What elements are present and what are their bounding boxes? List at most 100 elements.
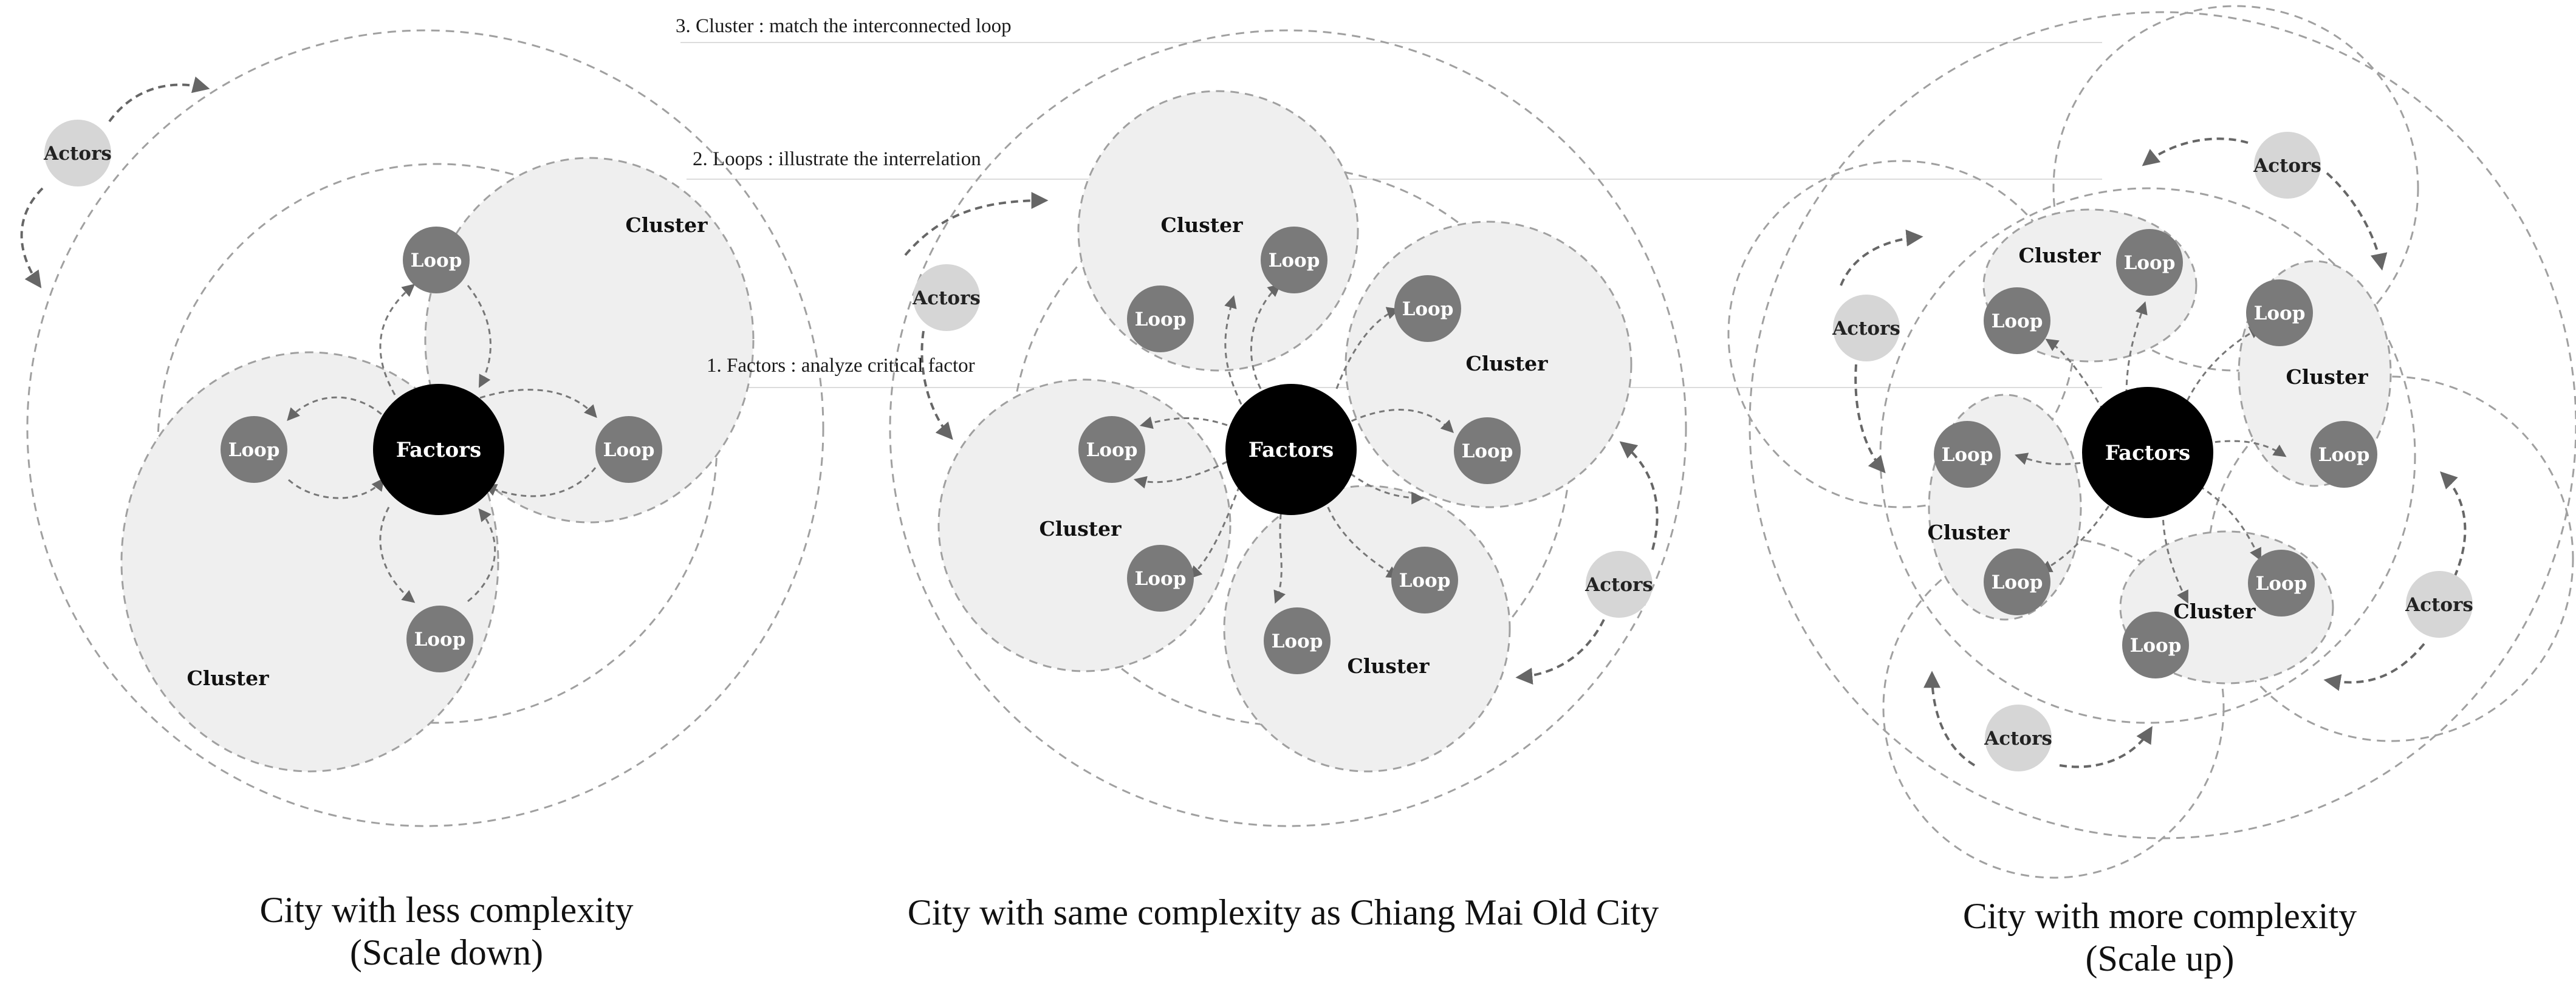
actors-node	[2254, 132, 2321, 199]
loop-node	[406, 606, 473, 672]
actors-label: Actors	[43, 143, 112, 165]
loop-label: Loop	[1402, 298, 1454, 320]
flow-arrow	[1250, 284, 1281, 389]
diagram-more-complexity: Factors Loop Loop Loop Loop Loop Loop Lo…	[1727, 5, 2576, 879]
flow-arrow	[1224, 295, 1247, 414]
loop-label: Loop	[603, 439, 655, 461]
flow-arrow	[467, 285, 492, 388]
actor-arrow	[20, 187, 44, 289]
actors-node	[1833, 295, 1900, 361]
loop-label: Loop	[1272, 630, 1323, 652]
factors-node	[2082, 387, 2213, 518]
actor-arrow	[1854, 364, 1886, 474]
caption-more-complexity-line1: City with more complexity	[1963, 896, 2357, 936]
caption-less-complexity-line1: City with less complexity	[260, 890, 634, 930]
loop-node	[221, 416, 287, 483]
cluster-label: Cluster	[187, 666, 270, 690]
flow-arrow	[379, 507, 416, 603]
loop-label: Loop	[1135, 568, 1187, 590]
caption-more-complexity-line2: (Scale up)	[2086, 938, 2235, 979]
flow-arrow	[1139, 416, 1228, 429]
flow-arrow	[1342, 466, 1425, 505]
cluster-label: Cluster	[1348, 654, 1430, 678]
loop-label: Loop	[414, 629, 466, 651]
loop-label: Loop	[411, 250, 462, 272]
loop-label: Loop	[1942, 444, 1993, 466]
actor-arrow	[1515, 619, 1605, 685]
flow-arrow	[1323, 497, 1400, 579]
cluster-label: Cluster	[1466, 352, 1549, 375]
loop-label: Loop	[1086, 439, 1138, 461]
actor-arrow	[1923, 671, 1976, 767]
flow-arrow	[2039, 497, 2115, 572]
factors-node	[1225, 384, 1357, 515]
loop-node	[2122, 612, 2189, 678]
actor-arrow	[108, 76, 210, 123]
flow-arrow	[484, 467, 597, 497]
loop-node	[1984, 287, 2050, 354]
flow-arrow	[2162, 510, 2188, 604]
actors-node	[913, 264, 980, 331]
factors-label: Factors	[1249, 438, 1334, 462]
loop-label: Loop	[1992, 310, 2043, 332]
factors-node	[373, 384, 504, 515]
flow-arrow	[287, 396, 396, 429]
loop-node	[1127, 285, 1194, 352]
actors-label: Actors	[2253, 155, 2321, 177]
loop-node	[1261, 227, 1327, 293]
factors-label: Factors	[2105, 441, 2190, 465]
flow-arrow	[2045, 338, 2109, 420]
loop-label: Loop	[2256, 573, 2307, 595]
loop-node	[2311, 421, 2377, 488]
loop-label: Loop	[2130, 635, 2182, 657]
actor-arrow	[920, 330, 953, 440]
cluster-label: Cluster	[2286, 365, 2369, 389]
satellite-boundary-circle	[1882, 536, 2225, 879]
loop-node	[1934, 421, 2001, 488]
cluster-label: Cluster	[1928, 521, 2010, 544]
actor-arrow	[2059, 726, 2153, 768]
actor-arrow	[2323, 643, 2425, 691]
actor-arrow	[1619, 441, 1659, 550]
cluster-label: Cluster	[626, 213, 708, 237]
cluster-shape	[424, 157, 755, 524]
cluster-label: Cluster	[1040, 517, 1122, 541]
flow-arrow	[379, 284, 416, 395]
caption-less-complexity-line2: (Scale down)	[350, 932, 543, 972]
loop-label: Loop	[2318, 444, 2370, 466]
loop-node	[1391, 547, 1458, 613]
caption-same-complexity: City with same complexity as Chiang Mai …	[908, 892, 1659, 932]
actor-arrow	[904, 192, 1049, 256]
flow-arrow	[1273, 504, 1286, 604]
loop-node	[1264, 607, 1331, 674]
actors-label: Actors	[912, 287, 981, 309]
loop-node	[595, 416, 662, 483]
flow-arrow	[1133, 460, 1228, 489]
flow-arrow	[2015, 453, 2091, 465]
diagram-same-complexity: Factors Loop Loop Loop Loop Loop Loop Lo…	[889, 29, 1687, 827]
factors-label: Factors	[396, 438, 481, 462]
level-1-annotation: 1. Factors : analyze critical factor	[707, 355, 975, 377]
actors-node	[44, 120, 111, 186]
flow-arrow	[2186, 327, 2263, 401]
actors-node	[2406, 571, 2473, 638]
flow-arrow	[2199, 485, 2261, 561]
cluster-label: Cluster	[2019, 244, 2102, 267]
actors-label: Actors	[1584, 574, 1653, 596]
flow-arrow	[288, 477, 385, 499]
loop-label: Loop	[228, 439, 280, 461]
actor-arrow	[2326, 172, 2388, 271]
loop-label: Loop	[1399, 570, 1451, 592]
loop-node	[1078, 416, 1145, 483]
loop-node	[2248, 550, 2315, 617]
loop-node	[1127, 545, 1194, 612]
satellite-boundary-circle	[2052, 5, 2419, 372]
flow-arrow	[1335, 307, 1400, 389]
actors-label: Actors	[2405, 594, 2473, 616]
cluster-label: Cluster	[1161, 213, 1244, 237]
flow-arrow	[1189, 485, 1241, 579]
loop-label: Loop	[1269, 250, 1320, 272]
actor-arrow	[2142, 137, 2249, 166]
flow-arrow	[479, 389, 597, 419]
